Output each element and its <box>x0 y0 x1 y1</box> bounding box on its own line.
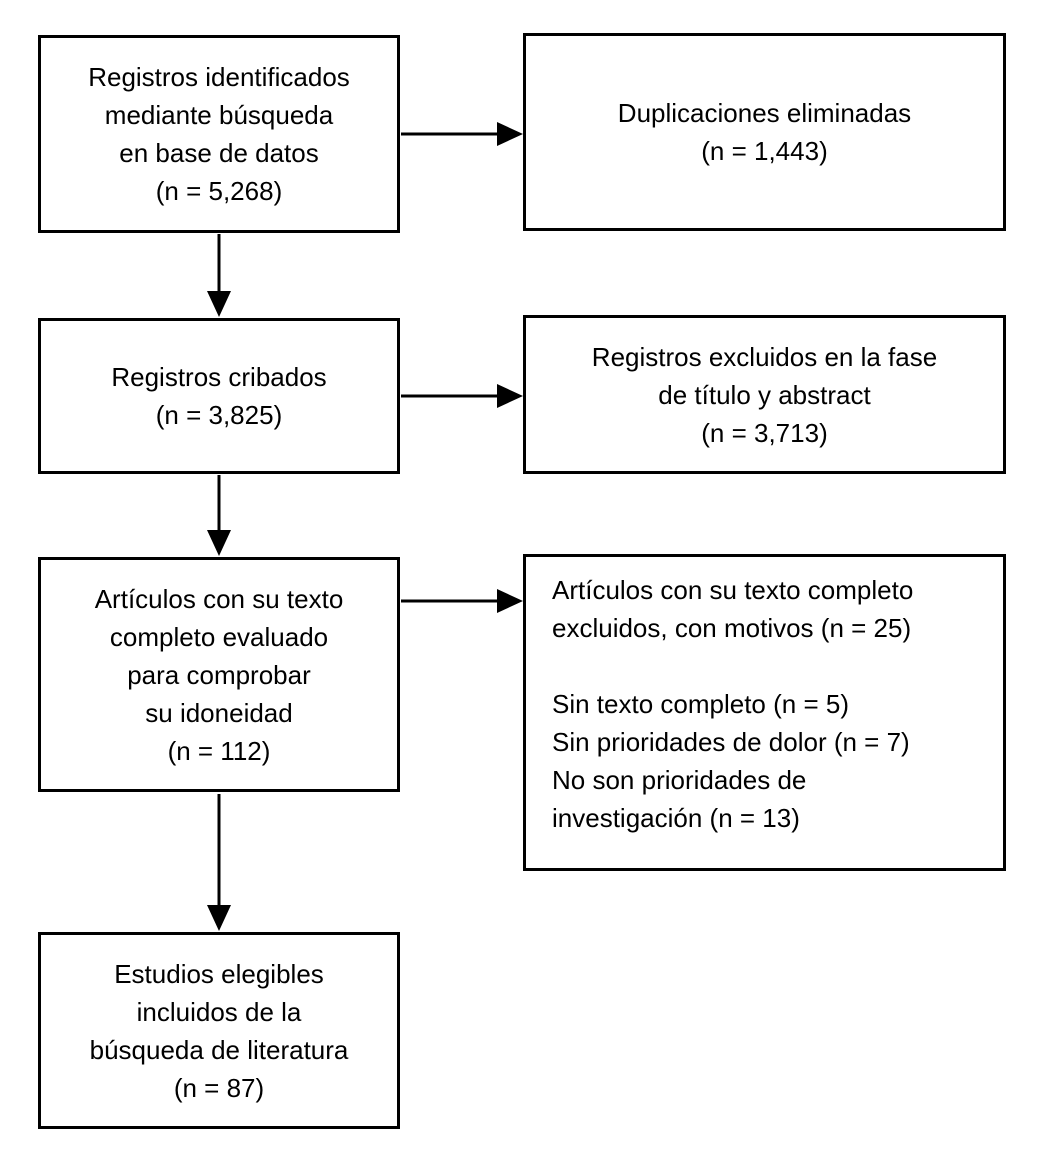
box-studies-included: Estudios elegibles incluidos de la búsqu… <box>38 932 400 1129</box>
box-studies-included-text: Estudios elegibles incluidos de la búsqu… <box>89 958 349 1103</box>
arrow-identified-to-screened <box>207 234 231 317</box>
arrow-screened-to-fulltext <box>207 475 231 556</box>
arrow-fulltext-to-excluded <box>401 589 523 613</box>
box-records-screened: Registros cribados (n = 3,825) <box>38 318 400 474</box>
box-records-identified-text: Registros identificados mediante búsqued… <box>88 62 350 206</box>
box-fulltext-assessed: Artículos con su texto completo evaluado… <box>38 557 400 792</box>
box-records-identified: Registros identificados mediante búsqued… <box>38 35 400 233</box>
box-records-excluded-title-abstract-text: Registros excluidos en la fase de título… <box>591 341 938 448</box>
box-fulltext-excluded: Artículos con su texto completo excluido… <box>523 554 1006 871</box>
box-duplicates-removed-text: Duplicaciones eliminadas (n = 1,443) <box>617 98 912 166</box>
box-duplicates-removed: Duplicaciones eliminadas (n = 1,443) <box>523 33 1006 231</box>
box-records-screened-text: Registros cribados (n = 3,825) <box>111 362 327 430</box>
arrow-identified-to-duplicates <box>401 122 523 146</box>
box-fulltext-assessed-text: Artículos con su texto completo evaluado… <box>94 583 344 766</box>
box-records-excluded-title-abstract: Registros excluidos en la fase de título… <box>523 315 1006 474</box>
arrow-screened-to-excluded <box>401 384 523 408</box>
arrow-fulltext-to-included <box>207 794 231 931</box>
box-fulltext-excluded-text: Artículos con su texto completo excluido… <box>552 575 914 833</box>
